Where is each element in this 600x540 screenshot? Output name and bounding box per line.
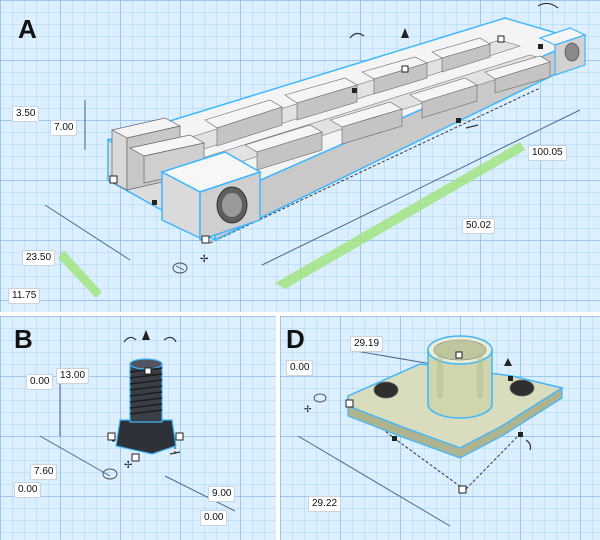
screw-hole: [564, 42, 580, 62]
dimension-line: [261, 109, 581, 266]
resize-handle-icon[interactable]: [518, 432, 523, 437]
dim-height-top[interactable]: 3.50: [12, 106, 40, 122]
resize-handle-icon[interactable]: [456, 118, 461, 123]
panel-b-scene: ✢: [39, 330, 236, 512]
dim-y-pos[interactable]: 0.00: [200, 510, 228, 526]
panel-a-scene: ✢: [44, 2, 587, 298]
snap-icon: ✢: [304, 405, 312, 415]
rail-tab[interactable]: [284, 77, 358, 121]
panel-label-a: A: [18, 14, 37, 44]
dim-height-side[interactable]: 7.00: [50, 120, 78, 136]
panel-label-d: D: [286, 324, 305, 354]
rotate-arrow-icon[interactable]: [169, 451, 181, 455]
dim-elevation[interactable]: 0.00: [26, 374, 54, 390]
resize-handle-icon[interactable]: [508, 376, 513, 381]
resize-handle-icon[interactable]: [352, 88, 357, 93]
panel-label-b: B: [14, 324, 33, 354]
dim-top-width[interactable]: 29.19: [350, 336, 384, 352]
width-ruler-bar: [58, 250, 102, 298]
ruler-icon[interactable]: [102, 468, 118, 480]
resize-handle-icon[interactable]: [458, 485, 467, 494]
resize-handle-icon[interactable]: [497, 35, 505, 43]
dimension-line: [39, 435, 111, 477]
panel-d-scene: ✢: [297, 335, 564, 527]
end-block-near[interactable]: [160, 151, 262, 242]
dim-y-size[interactable]: 9.00: [208, 486, 236, 502]
lift-cone-icon[interactable]: [504, 358, 512, 366]
dim-height[interactable]: 13.00: [56, 368, 90, 384]
resize-handle-icon[interactable]: [345, 399, 354, 408]
ruler-icon[interactable]: [172, 262, 188, 274]
rotate-arrow-icon[interactable]: [123, 336, 137, 343]
resize-handle-icon[interactable]: [401, 65, 409, 73]
panel-a-workplane[interactable]: ✢ A 3.50 7.00 100.05 50.02 23.50 11.75: [0, 0, 600, 312]
rail-tab[interactable]: [431, 37, 491, 73]
dim-mid[interactable]: 50.02: [462, 218, 496, 234]
rotate-arrow-icon[interactable]: [525, 439, 532, 451]
resize-handle-icon[interactable]: [538, 44, 543, 49]
dim-elevation[interactable]: 0.00: [286, 360, 314, 376]
rail-tab[interactable]: [204, 99, 283, 147]
resize-handle-icon[interactable]: [144, 367, 152, 375]
panel-b-workplane[interactable]: ✢ B 0.00 13.00 7.60 0.00 9.00 0.00: [0, 316, 276, 540]
dim-length[interactable]: 100.05: [528, 145, 567, 161]
lift-cone-icon[interactable]: [142, 330, 150, 340]
resize-handle-icon[interactable]: [152, 200, 157, 205]
resize-handle-icon[interactable]: [175, 432, 184, 441]
resize-handle-icon[interactable]: [107, 432, 116, 441]
dim-x-size[interactable]: 7.60: [30, 464, 58, 480]
resize-handle-icon[interactable]: [455, 351, 463, 359]
rotate-arrow-icon[interactable]: [537, 2, 559, 9]
snap-icon: ✢: [124, 460, 132, 471]
dim-depth[interactable]: 29.22: [308, 496, 342, 512]
rotate-arrow-icon[interactable]: [465, 124, 479, 129]
snap-icon: ✢: [200, 254, 208, 265]
cylinder-part[interactable]: [427, 335, 493, 419]
screw-thread: [222, 193, 242, 217]
mount-hole: [373, 381, 399, 399]
footprint-line: [209, 87, 541, 244]
panel-d-workplane[interactable]: ✢ D 29.19 0.00 29.22: [280, 316, 600, 540]
resize-handle-icon[interactable]: [201, 235, 210, 244]
rail-tab[interactable]: [361, 56, 428, 95]
dimension-line: [44, 204, 131, 261]
bolt-head: [115, 419, 177, 455]
mount-hole: [509, 379, 535, 397]
resize-handle-icon[interactable]: [392, 436, 397, 441]
rail-tab[interactable]: [244, 124, 323, 171]
resize-handle-icon[interactable]: [109, 175, 118, 184]
length-ruler-bar: [275, 142, 525, 289]
dim-x-pos[interactable]: 0.00: [14, 482, 42, 498]
rotate-arrow-icon[interactable]: [163, 336, 177, 343]
end-block-far[interactable]: [538, 27, 587, 76]
rotate-arrow-icon[interactable]: [349, 32, 365, 39]
ruler-icon[interactable]: [313, 393, 327, 403]
dim-width[interactable]: 23.50: [22, 250, 56, 266]
dimension-line: [297, 435, 451, 527]
rail-tab[interactable]: [409, 77, 478, 119]
resize-handle-icon[interactable]: [131, 453, 140, 462]
dimension-line: [164, 475, 236, 512]
lift-cone-icon[interactable]: [401, 28, 409, 38]
rail-tab[interactable]: [329, 101, 403, 145]
dim-offset[interactable]: 11.75: [8, 288, 41, 304]
rail-tab[interactable]: [484, 55, 551, 94]
